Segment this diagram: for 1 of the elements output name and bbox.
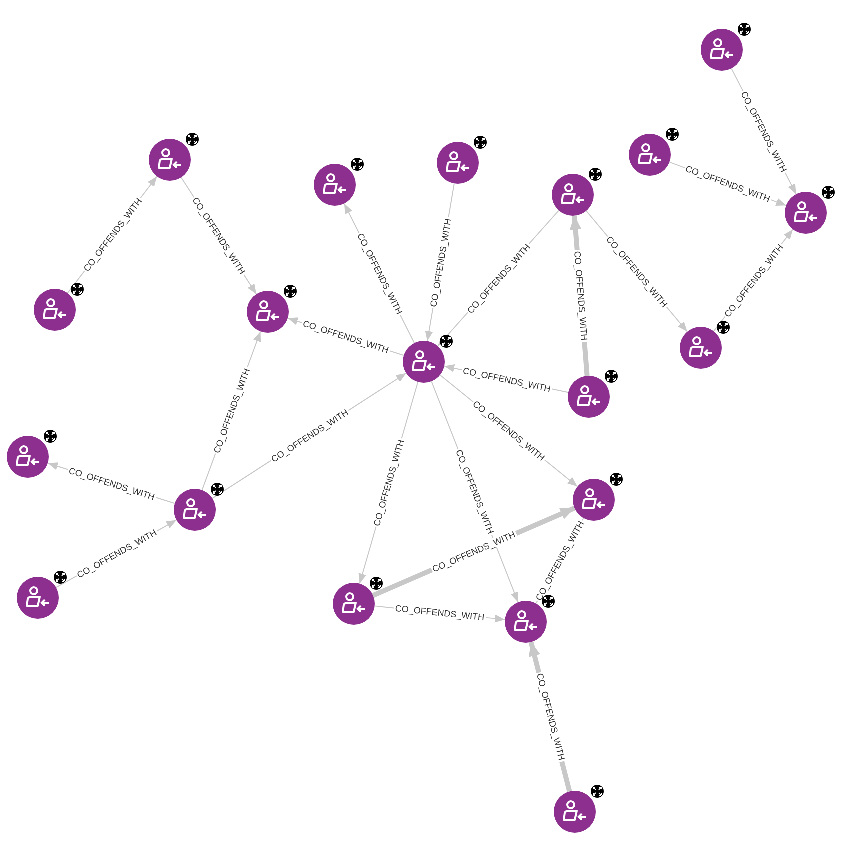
edge-label: CO_OFFENDS_WITH bbox=[572, 250, 590, 342]
